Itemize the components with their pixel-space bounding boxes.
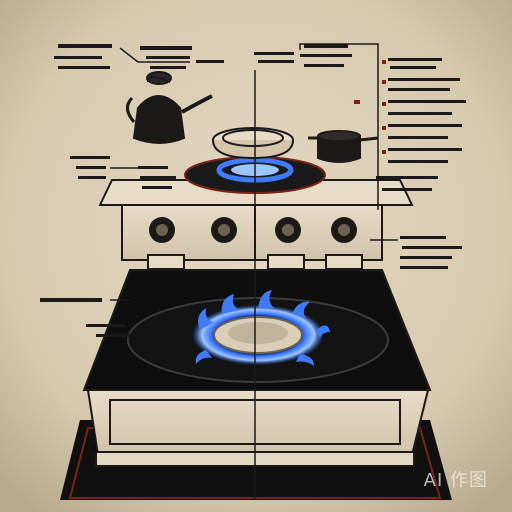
watermark-text: AI 作图 (423, 470, 488, 491)
saucepan-icon (308, 130, 379, 163)
kettle-icon (126, 71, 213, 144)
stove-lower-body (82, 269, 432, 467)
knob-icon (331, 217, 357, 243)
knob-icon (275, 217, 301, 243)
main-burner-icon (192, 290, 330, 366)
knob-icon (211, 217, 237, 243)
frying-pan-icon (212, 127, 294, 160)
knob-icon (149, 217, 175, 243)
label-markers (354, 60, 386, 154)
control-knobs (149, 217, 357, 243)
label-scribbles (40, 44, 466, 337)
